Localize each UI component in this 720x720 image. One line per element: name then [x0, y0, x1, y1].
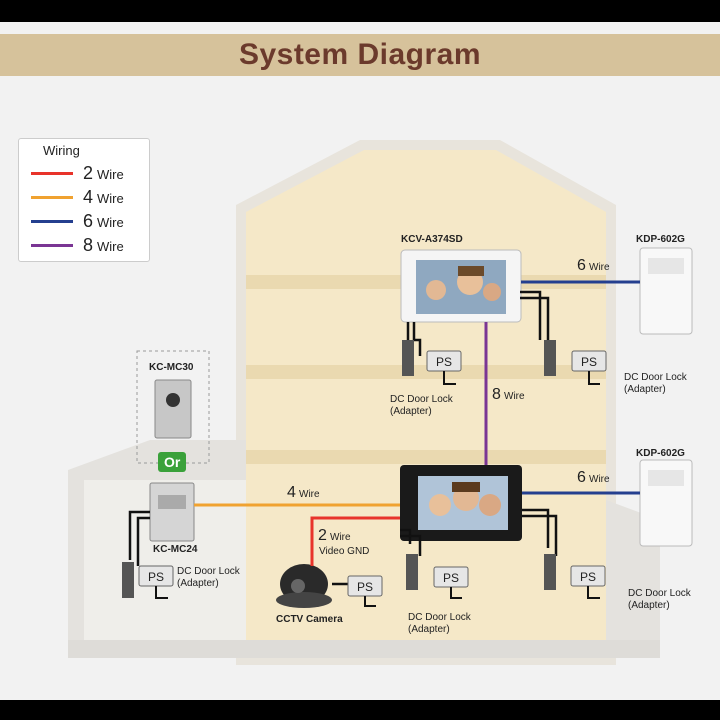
ps-label-3: PS [443, 571, 459, 585]
door-lock-label-5b: (Adapter) [177, 578, 219, 589]
or-label: Or [164, 454, 181, 470]
legend-item-8wire: 8 Wire [31, 235, 149, 255]
door-lock-label-2a: DC Door Lock [624, 372, 688, 383]
legend-line-8wire [31, 244, 73, 247]
legend-line-6wire [31, 220, 73, 223]
door-lock-5 [122, 562, 134, 598]
door-bottom-label: KC-MC24 [153, 544, 198, 555]
door-lock-label-5a: DC Door Lock [177, 566, 241, 577]
door-lock-label-3a: DC Door Lock [408, 612, 472, 623]
legend-num-2wire: 2 [83, 163, 94, 183]
wire-8-word: Wire [504, 391, 525, 402]
door-lock-3 [406, 554, 418, 590]
ps-label-2: PS [581, 355, 597, 369]
legend-num-6wire: 6 [83, 211, 94, 231]
shelf-3 [246, 450, 606, 464]
wire-2-num: 2 [318, 527, 327, 544]
ps-label-6: PS [357, 580, 373, 594]
door-bottom-device [149, 482, 195, 542]
page-title: System Diagram [238, 38, 482, 71]
lock-wires [128, 290, 558, 586]
door-top-box [136, 350, 210, 464]
cctv-camera-base [276, 592, 332, 608]
legend-line-2wire [31, 172, 73, 175]
monitor-top-face-3 [483, 283, 501, 301]
monitor-bottom-hair [452, 482, 480, 492]
door-lock-label-4a: DC Door Lock [628, 588, 692, 599]
door-lock-label-1b: (Adapter) [390, 406, 432, 417]
bottom-black-bar [0, 700, 720, 720]
wire-4-num: 4 [287, 484, 296, 501]
door-top-camera [166, 393, 180, 407]
legend-item-2wire: 2 Wire [31, 163, 149, 183]
legend-item-6wire: 6 Wire [31, 211, 149, 231]
ps-label-4: PS [580, 570, 596, 584]
camera-label: CCTV Camera [276, 614, 343, 625]
legend-line-4wire [31, 196, 73, 199]
or-badge [158, 452, 186, 472]
legend-title: Wiring [43, 143, 80, 158]
sub-monitor-bottom-screen [648, 470, 684, 486]
legend-num-4wire: 4 [83, 187, 94, 207]
door-lock-2 [544, 340, 556, 376]
wiring-legend: Wiring 2 Wire 4 Wire 6 Wire 8 Wire [18, 138, 150, 262]
monitor-top-hair [458, 266, 484, 276]
ps-label-1: PS [436, 355, 452, 369]
door-lock-1 [402, 340, 414, 376]
monitor-top-face-1 [426, 280, 446, 300]
legend-num-8wire: 8 [83, 235, 94, 255]
door-lock-label-4b: (Adapter) [628, 600, 670, 611]
wire-2-word: Wire [330, 532, 351, 543]
legend-word-6wire: Wire [97, 215, 124, 230]
wire-2 [310, 516, 400, 566]
top-black-bar [0, 0, 720, 22]
door-top-device [154, 379, 192, 439]
cctv-camera-lens [291, 579, 305, 593]
wire-6-top-num: 6 [577, 257, 586, 274]
sub-monitor-bottom-label: KDP-602G [636, 448, 685, 459]
wire-4-word: Wire [299, 489, 320, 500]
door-lock-label-1a: DC Door Lock [390, 394, 454, 405]
door-lock-label-3b: (Adapter) [408, 624, 450, 635]
door-bottom-grill [158, 495, 186, 509]
wire-6-top-word: Wire [589, 262, 610, 273]
monitor-top-label: KCV-A374SD [401, 234, 463, 245]
shelf-2 [246, 365, 606, 379]
sub-monitor-top-label: KDP-602G [636, 234, 685, 245]
legend-word-2wire: Wire [97, 167, 124, 182]
ps-label-5: PS [148, 570, 164, 584]
wire-8-num: 8 [492, 386, 501, 403]
floor [68, 640, 660, 658]
title-band [0, 34, 720, 76]
monitor-bottom-face-1 [429, 494, 451, 516]
door-lock-label-2b: (Adapter) [624, 384, 666, 395]
wire-6-bottom-word: Wire [589, 474, 610, 485]
legend-item-4wire: 4 Wire [31, 187, 149, 207]
wire-6-bottom-num: 6 [577, 469, 586, 486]
legend-word-4wire: Wire [97, 191, 124, 206]
door-lock-4 [544, 554, 556, 590]
door-top-label: KC-MC30 [149, 362, 194, 373]
sub-monitor-top-screen [648, 258, 684, 274]
legend-word-8wire: Wire [97, 239, 124, 254]
plugs [155, 371, 600, 607]
monitor-bottom-face-3 [479, 494, 501, 516]
wire-2-extra: Video GND [319, 546, 369, 557]
